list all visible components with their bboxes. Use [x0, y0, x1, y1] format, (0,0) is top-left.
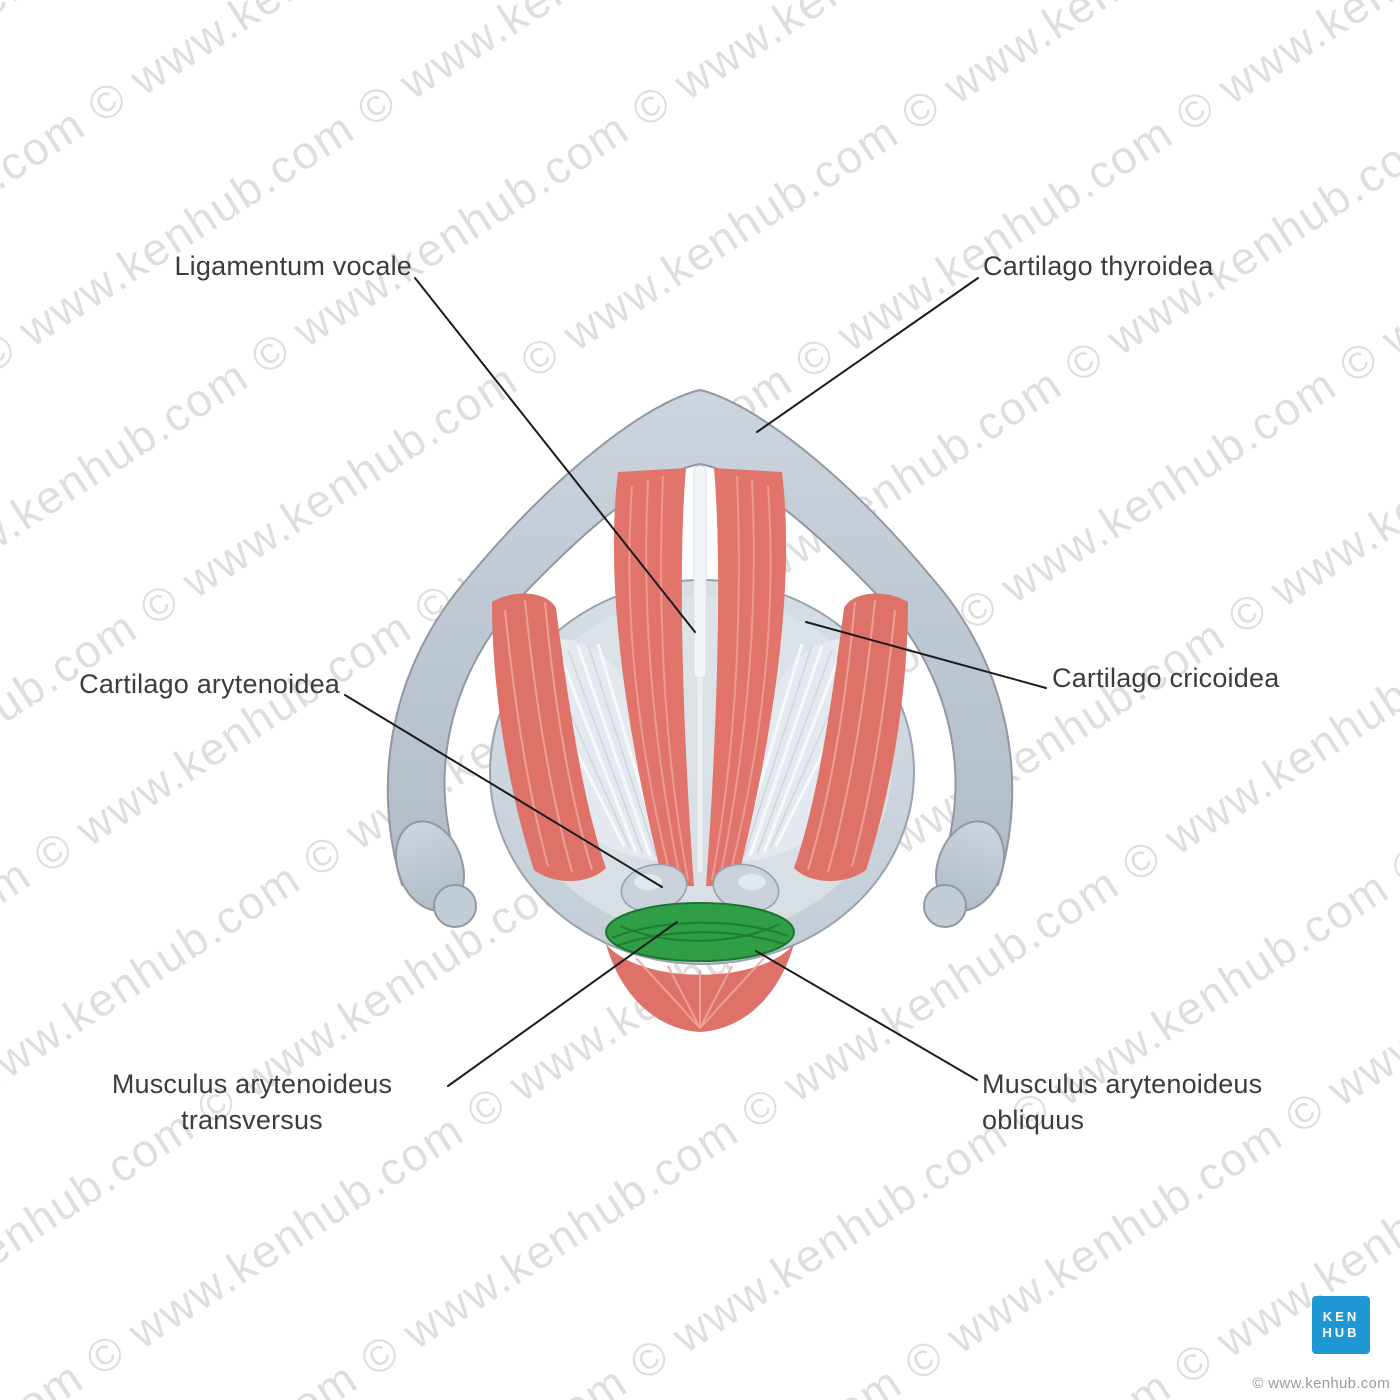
- label-cartilago-thyroidea: Cartilago thyroidea: [983, 251, 1214, 281]
- vocalis-muscles-shape: [613, 468, 787, 886]
- leader-m-transversus: [447, 921, 678, 1087]
- label-cartilago-cricoidea: Cartilago cricoidea: [1052, 663, 1280, 693]
- lateral-red-muscles-shape: [492, 593, 908, 881]
- thyroid-cartilage-shape: [386, 388, 1014, 928]
- oblique-red-muscle-shape: [606, 944, 794, 1032]
- label-cartilago-arytenoidea: Cartilago arytenoidea: [79, 669, 340, 699]
- kenhub-logo: KEN HUB: [1312, 1296, 1370, 1354]
- label-ligamentum-vocale: Ligamentum vocale: [174, 251, 412, 281]
- label-musculus-arytenoideus-obliquus: Musculus arytenoideus obliquus: [982, 1069, 1263, 1135]
- leader-cartilago-cricoidea: [805, 621, 1047, 689]
- leader-cartilago-thyroidea: [756, 277, 979, 433]
- arytenoid-cartilages-shape: [620, 863, 780, 913]
- label-musculus-arytenoideus-transversus: Musculus arytenoideus transversus: [111, 1069, 393, 1135]
- transverse-arytenoid-muscle-highlight: [605, 902, 795, 962]
- leader-cartilago-arytenoidea: [344, 694, 663, 888]
- copyright-text: © www.kenhub.com: [1252, 1375, 1390, 1392]
- leader-ligamentum-vocale: [414, 277, 696, 633]
- vocal-ligament-line: [693, 465, 707, 872]
- kenhub-logo-line1: KEN: [1322, 1309, 1360, 1324]
- leader-m-obliquus: [755, 950, 978, 1081]
- leader-lines: [344, 277, 1047, 1087]
- kenhub-logo-line2: HUB: [1322, 1325, 1360, 1340]
